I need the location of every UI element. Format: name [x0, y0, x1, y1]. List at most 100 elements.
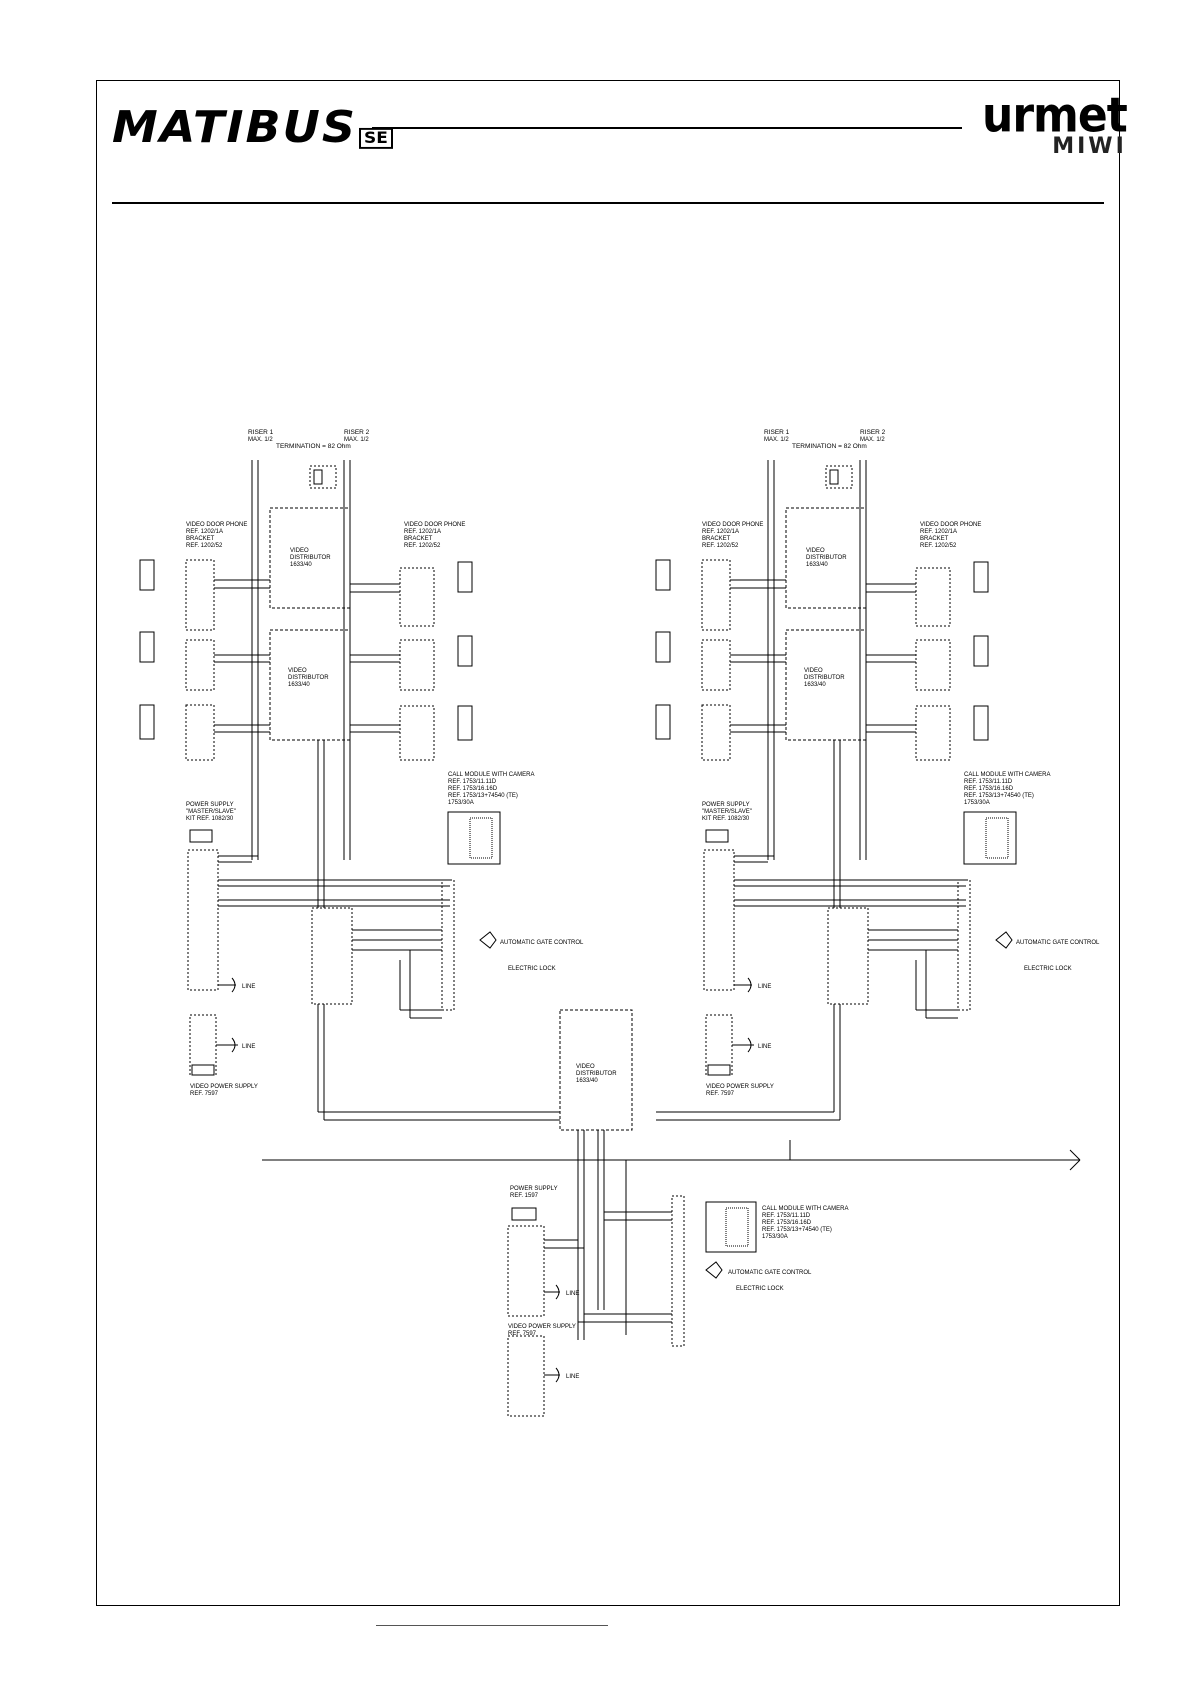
urmet-logo: urmet MIWI — [982, 87, 1128, 159]
right-dist-top-3: 1633/40 — [806, 562, 828, 568]
header-rule — [372, 127, 962, 129]
right-vdp-left-2: REF. 1202/1A — [702, 529, 739, 535]
left-riser1-max: MAX. 1/2 — [248, 437, 273, 443]
left-cm-5: 1753/30A — [448, 800, 474, 806]
center-dist-2: DISTRIBUTOR — [576, 1071, 617, 1077]
left-vps-2: REF. 7597 — [190, 1091, 219, 1097]
left-dist-top-1: VIDEO — [290, 548, 309, 554]
right-subsystem — [655, 460, 1017, 1121]
right-line-1: LINE — [758, 984, 771, 990]
center-cm-4: REF. 1753/13+74540 (TE) — [762, 1227, 832, 1233]
right-vdp-right-3: BRACKET — [920, 536, 949, 542]
left-termination: TERMINATION = 82 Ohm — [276, 443, 351, 450]
left-auto-control: AUTOMATIC GATE CONTROL — [500, 940, 584, 946]
left-distributor-bottom — [269, 629, 351, 741]
left-cm-3: REF. 1753/16.16D — [448, 786, 498, 792]
right-riser1-label: RISER 1 — [764, 429, 790, 436]
center-cm-2: REF. 1753/11.11D — [762, 1213, 811, 1219]
bottom-rule — [376, 1625, 608, 1626]
center-vps-1: VIDEO POWER SUPPLY — [508, 1324, 576, 1330]
right-cm-3: REF. 1753/16.16D — [964, 786, 1014, 792]
logo-main: urmet — [982, 87, 1128, 144]
right-dist-bottom-2: DISTRIBUTOR — [804, 675, 845, 681]
center-ps-2: REF. 1597 — [510, 1193, 539, 1199]
left-cm-4: REF. 1753/13+74540 (TE) — [448, 793, 518, 799]
left-dist-top-3: 1633/40 — [290, 562, 312, 568]
left-distributor-top — [269, 507, 351, 609]
right-cm-5: 1753/30A — [964, 800, 990, 806]
right-vdp-right-1: VIDEO DOOR PHONE — [920, 522, 981, 528]
right-lock: ELECTRIC LOCK — [1024, 966, 1072, 972]
right-auto-control: AUTOMATIC GATE CONTROL — [1016, 940, 1100, 946]
right-cm-1: CALL MODULE WITH CAMERA — [964, 772, 1050, 778]
left-vdp-left-1: VIDEO DOOR PHONE — [186, 522, 247, 528]
right-ps-2: "MASTER/SLAVE" — [702, 809, 752, 815]
left-vps-1: VIDEO POWER SUPPLY — [190, 1084, 258, 1090]
brand-name: MATIBUS — [112, 101, 358, 153]
left-vdp-right-2: REF. 1202/1A — [404, 529, 441, 535]
center-line-1: LINE — [566, 1291, 579, 1297]
left-vdp-left-2: REF. 1202/1A — [186, 529, 223, 535]
center-subsystem — [262, 1009, 1081, 1417]
center-lock: ELECTRIC LOCK — [736, 1286, 784, 1292]
right-termination: TERMINATION = 82 Ohm — [792, 443, 867, 450]
left-dist-bottom-3: 1633/40 — [288, 682, 310, 688]
right-dist-bottom-3: 1633/40 — [804, 682, 826, 688]
left-vdp-right-1: VIDEO DOOR PHONE — [404, 522, 465, 528]
center-distributor — [559, 1009, 633, 1131]
right-vdp-right-2: REF. 1202/1A — [920, 529, 957, 535]
center-dist-3: 1633/40 — [576, 1078, 598, 1084]
top-rule — [112, 202, 1104, 204]
right-ps-1: POWER SUPPLY — [702, 802, 750, 808]
right-vdp-left-4: REF. 1202/52 — [702, 543, 739, 549]
logo-sub: MIWI — [1052, 134, 1127, 159]
right-vdp-left-3: BRACKET — [702, 536, 731, 542]
right-dist-bottom-1: VIDEO — [804, 668, 823, 674]
center-vps-2: REF. 7597 — [508, 1331, 537, 1337]
left-ps-3: KIT REF. 1082/30 — [186, 816, 234, 822]
left-dist-bottom-2: DISTRIBUTOR — [288, 675, 329, 681]
left-power-supply — [187, 849, 219, 991]
center-cm-1: CALL MODULE WITH CAMERA — [762, 1206, 848, 1212]
left-dist-top-2: DISTRIBUTOR — [290, 555, 331, 561]
center-cm-5: 1753/30A — [762, 1234, 788, 1240]
left-vdp-left-3: BRACKET — [186, 536, 215, 542]
right-cm-2: REF. 1753/11.11D — [964, 779, 1013, 785]
left-vdp-right-4: REF. 1202/52 — [404, 543, 441, 549]
left-line-1: LINE — [242, 984, 255, 990]
center-auto-control: AUTOMATIC GATE CONTROL — [728, 1270, 812, 1276]
center-ps-1: POWER SUPPLY — [510, 1186, 558, 1192]
right-vps-1: VIDEO POWER SUPPLY — [706, 1084, 774, 1090]
right-dist-top-2: DISTRIBUTOR — [806, 555, 847, 561]
left-ps-2: "MASTER/SLAVE" — [186, 809, 236, 815]
left-dist-bottom-1: VIDEO — [288, 668, 307, 674]
left-vdp-left-4: REF. 1202/52 — [186, 543, 223, 549]
center-line-2: LINE — [566, 1374, 579, 1380]
right-dist-top-1: VIDEO — [806, 548, 825, 554]
right-vdp-left-1: VIDEO DOOR PHONE — [702, 522, 763, 528]
right-vps-2: REF. 7597 — [706, 1091, 735, 1097]
right-line-2: LINE — [758, 1044, 771, 1050]
center-cm-3: REF. 1753/16.16D — [762, 1220, 812, 1226]
page-frame — [96, 80, 1120, 1606]
left-lock: ELECTRIC LOCK — [508, 966, 556, 972]
right-ps-3: KIT REF. 1082/30 — [702, 816, 750, 822]
left-cm-2: REF. 1753/11.11D — [448, 779, 497, 785]
left-vdp-right-3: BRACKET — [404, 536, 433, 542]
left-relay — [311, 907, 353, 1005]
left-riser2-label: RISER 2 — [344, 429, 370, 436]
right-vdp-right-4: REF. 1202/52 — [920, 543, 957, 549]
right-cm-4: REF. 1753/13+74540 (TE) — [964, 793, 1034, 799]
left-line-2: LINE — [242, 1044, 255, 1050]
right-riser2-label: RISER 2 — [860, 429, 886, 436]
left-subsystem — [139, 460, 560, 1121]
left-cm-1: CALL MODULE WITH CAMERA — [448, 772, 534, 778]
left-ps-1: POWER SUPPLY — [186, 802, 234, 808]
left-riser2-max: MAX. 1/2 — [344, 437, 369, 443]
right-riser2-max: MAX. 1/2 — [860, 437, 885, 443]
right-riser1-max: MAX. 1/2 — [764, 437, 789, 443]
left-riser1-label: RISER 1 — [248, 429, 274, 436]
center-dist-1: VIDEO — [576, 1064, 595, 1070]
